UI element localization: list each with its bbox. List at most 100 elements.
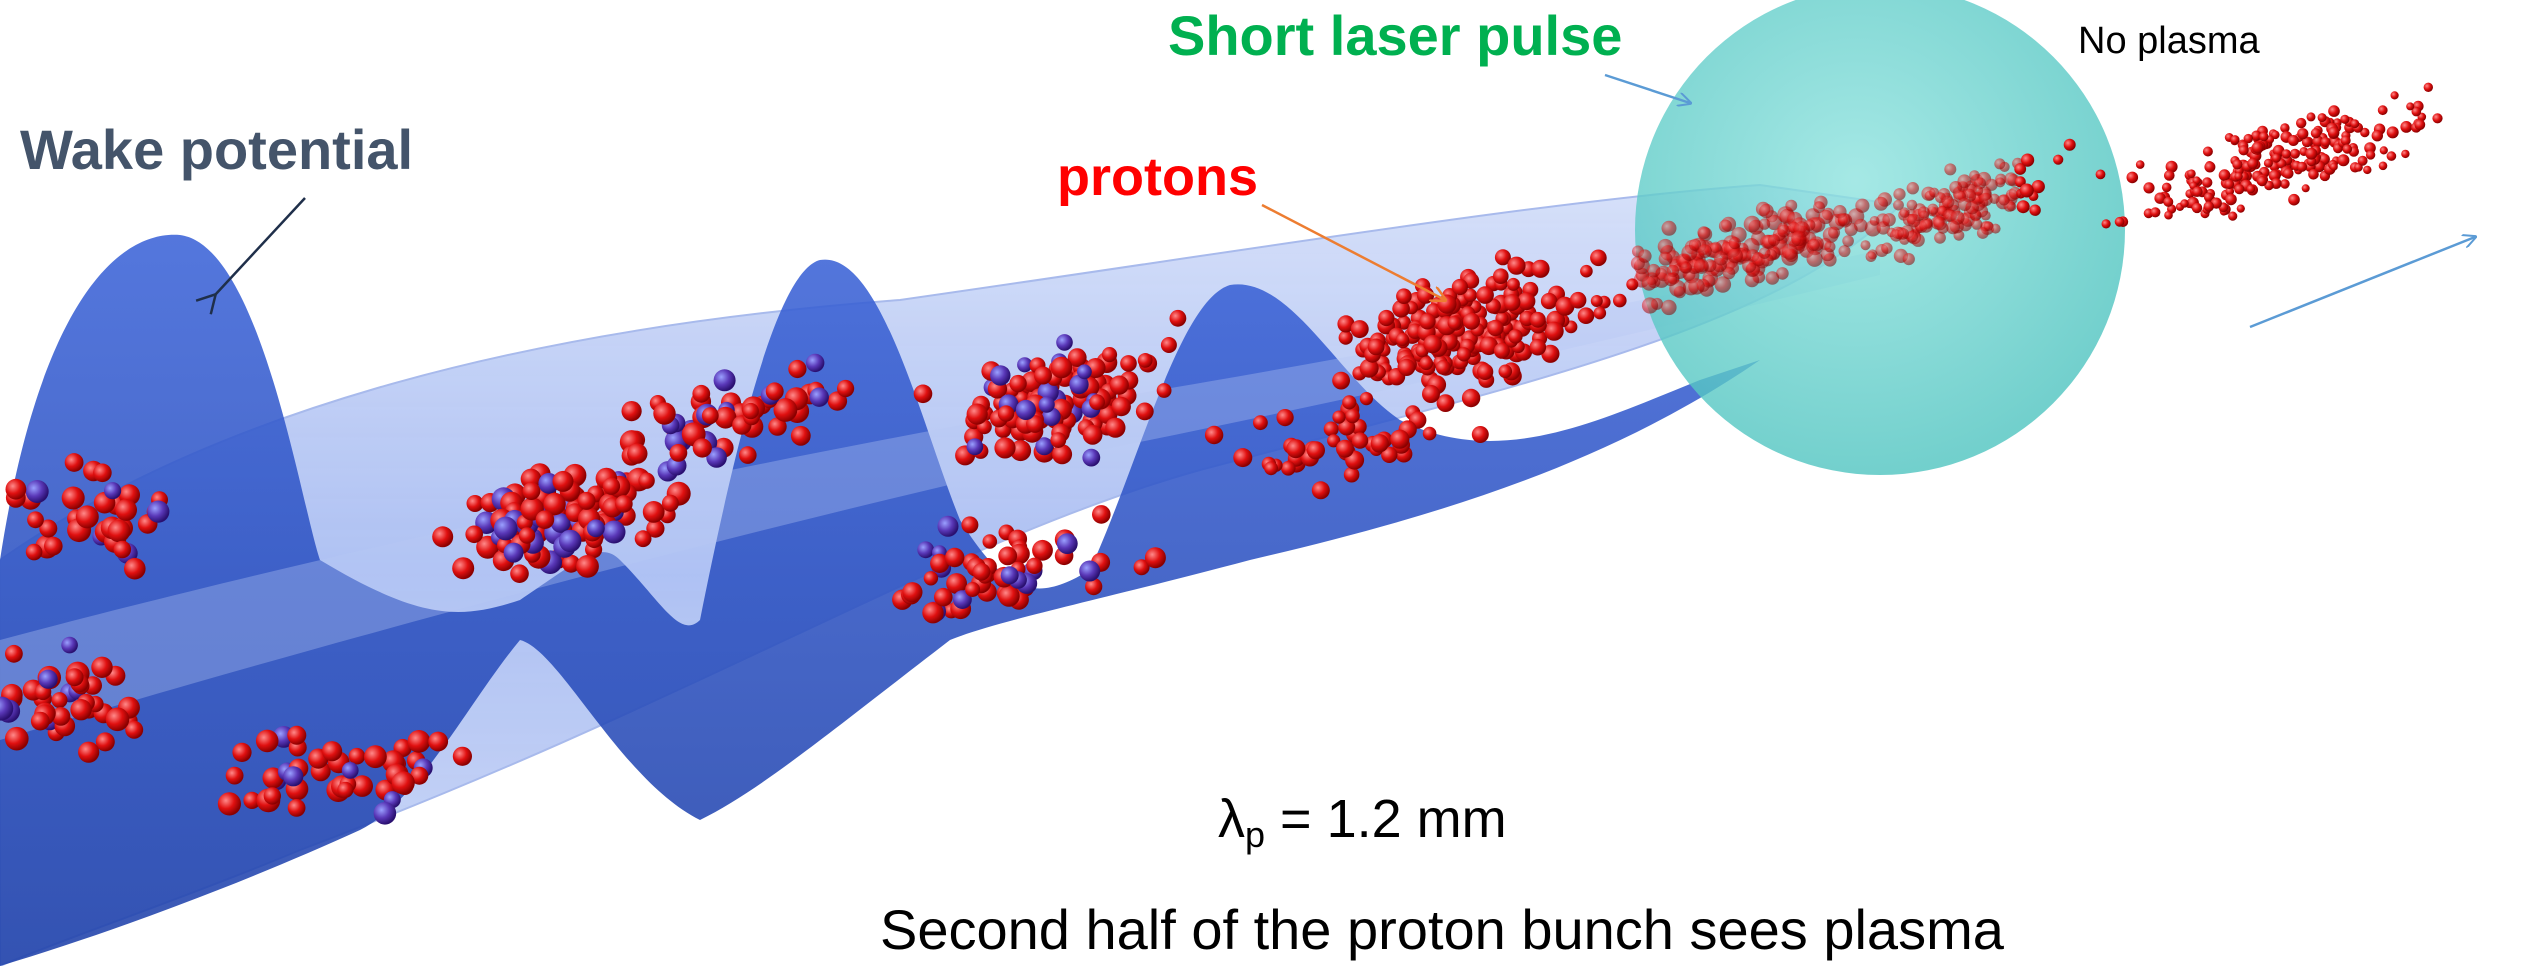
proton <box>51 692 68 709</box>
proton <box>255 729 279 753</box>
wake-potential-label: Wake potential <box>20 118 414 181</box>
proton <box>2296 161 2308 172</box>
proton <box>5 478 27 500</box>
proton <box>1680 262 1692 274</box>
proton <box>1000 566 1019 585</box>
proton <box>2225 193 2237 206</box>
proton <box>1507 256 1526 275</box>
proton <box>1392 300 1410 318</box>
proton <box>2247 158 2259 169</box>
proton <box>1541 344 1560 363</box>
proton <box>373 802 397 825</box>
proton <box>1907 214 1921 228</box>
proton <box>1359 392 1373 406</box>
proton <box>2180 199 2189 208</box>
proton <box>0 696 14 721</box>
proton <box>391 771 415 795</box>
proton <box>1688 238 1702 251</box>
proton <box>615 495 633 513</box>
proton <box>706 447 727 468</box>
proton <box>1710 241 1722 254</box>
proton <box>1713 251 1729 266</box>
proton <box>2414 119 2426 131</box>
proton <box>535 510 555 529</box>
proton <box>1345 408 1360 424</box>
proton <box>1067 348 1087 367</box>
proton <box>934 587 953 607</box>
proton <box>232 742 252 763</box>
proton <box>493 516 518 541</box>
proton <box>2192 186 2203 197</box>
proton <box>2271 153 2281 163</box>
proton <box>217 792 241 816</box>
proton <box>1436 394 1455 412</box>
proton <box>1323 421 1339 437</box>
proton <box>2411 106 2422 117</box>
proton <box>2301 184 2310 193</box>
proton <box>1758 247 1771 259</box>
proton <box>559 529 582 553</box>
proton <box>2280 123 2290 133</box>
proton <box>998 546 1018 566</box>
proton <box>1791 230 1807 247</box>
proton <box>1447 316 1462 330</box>
proton <box>1038 396 1055 413</box>
proton <box>552 470 574 492</box>
proton <box>1336 439 1354 458</box>
proton <box>2378 161 2388 171</box>
proton <box>646 519 665 538</box>
proton <box>1555 296 1575 316</box>
proton <box>2301 137 2312 148</box>
proton <box>1493 268 1509 285</box>
proton <box>1698 244 1712 258</box>
proton <box>2257 176 2268 187</box>
proton <box>1529 338 1547 356</box>
proton <box>602 477 621 495</box>
proton <box>1544 321 1564 341</box>
propagation-direction-arrow <box>2249 237 2475 329</box>
proton <box>2360 127 2370 138</box>
proton <box>2281 149 2291 159</box>
proton <box>1941 195 1955 209</box>
proton <box>2251 130 2262 141</box>
proton <box>1056 334 1073 351</box>
proton <box>1010 440 1032 462</box>
proton <box>4 726 29 751</box>
proton <box>107 519 131 543</box>
proton <box>1451 278 1468 296</box>
proton <box>1613 293 1627 308</box>
proton <box>1641 297 1659 314</box>
proton <box>1743 215 1761 233</box>
proton <box>913 384 933 404</box>
proton <box>1286 439 1306 459</box>
proton <box>1697 226 1711 240</box>
proton <box>1727 248 1743 264</box>
proton <box>2228 211 2238 221</box>
proton <box>1971 218 1983 230</box>
proton <box>2218 169 2231 181</box>
proton <box>465 525 484 544</box>
proton <box>2329 162 2338 171</box>
proton <box>2423 82 2433 93</box>
proton <box>351 775 374 797</box>
proton <box>2350 119 2360 129</box>
no-plasma-label: No plasma <box>2078 20 2260 62</box>
proton <box>1370 434 1389 453</box>
short-laser-pulse-label: Short laser pulse <box>1168 4 1623 67</box>
proton <box>503 542 524 563</box>
proton <box>1456 347 1471 362</box>
proton <box>1722 266 1736 280</box>
proton <box>1828 226 1841 239</box>
proton <box>1111 396 1131 417</box>
proton <box>768 417 787 436</box>
proton <box>1398 358 1416 376</box>
proton <box>1493 342 1510 359</box>
proton <box>1998 194 2010 206</box>
proton <box>70 699 92 721</box>
proton <box>1082 424 1103 445</box>
proton <box>1422 426 1437 441</box>
proton <box>1918 210 1930 221</box>
proton <box>1017 357 1033 373</box>
proton <box>1664 272 1678 287</box>
proton <box>1906 199 1918 211</box>
